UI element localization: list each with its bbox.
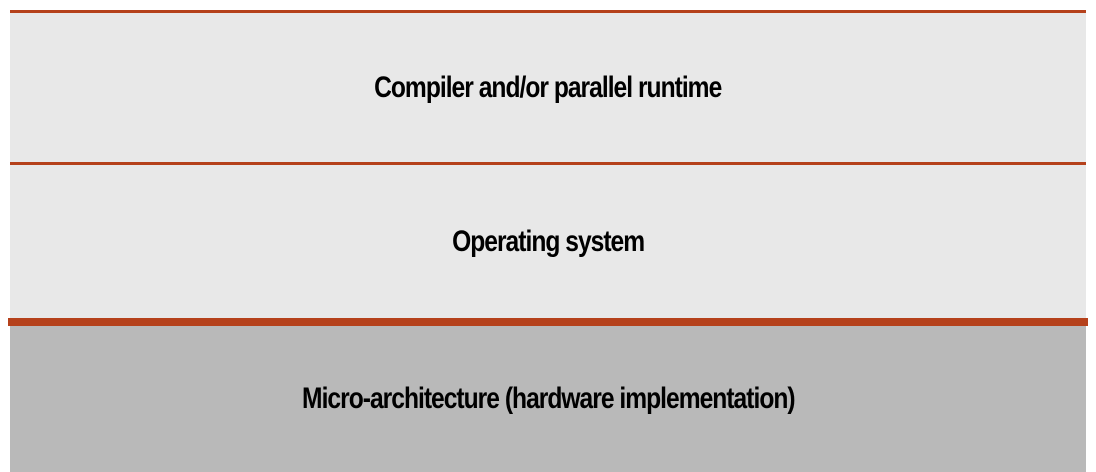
layer-label: Micro-architecture (hardware implementat…	[301, 382, 796, 415]
top-divider-line	[10, 10, 1086, 13]
layer-label: Compiler and/or parallel runtime	[374, 70, 722, 104]
layer-operating-system: Operating system	[10, 165, 1086, 318]
hardware-software-boundary-line	[8, 318, 1088, 326]
layer-compiler-runtime: Compiler and/or parallel runtime	[10, 13, 1086, 162]
divider-line	[10, 162, 1086, 165]
layer-micro-architecture: Micro-architecture (hardware implementat…	[10, 326, 1086, 472]
layer-label: Operating system	[451, 224, 645, 258]
